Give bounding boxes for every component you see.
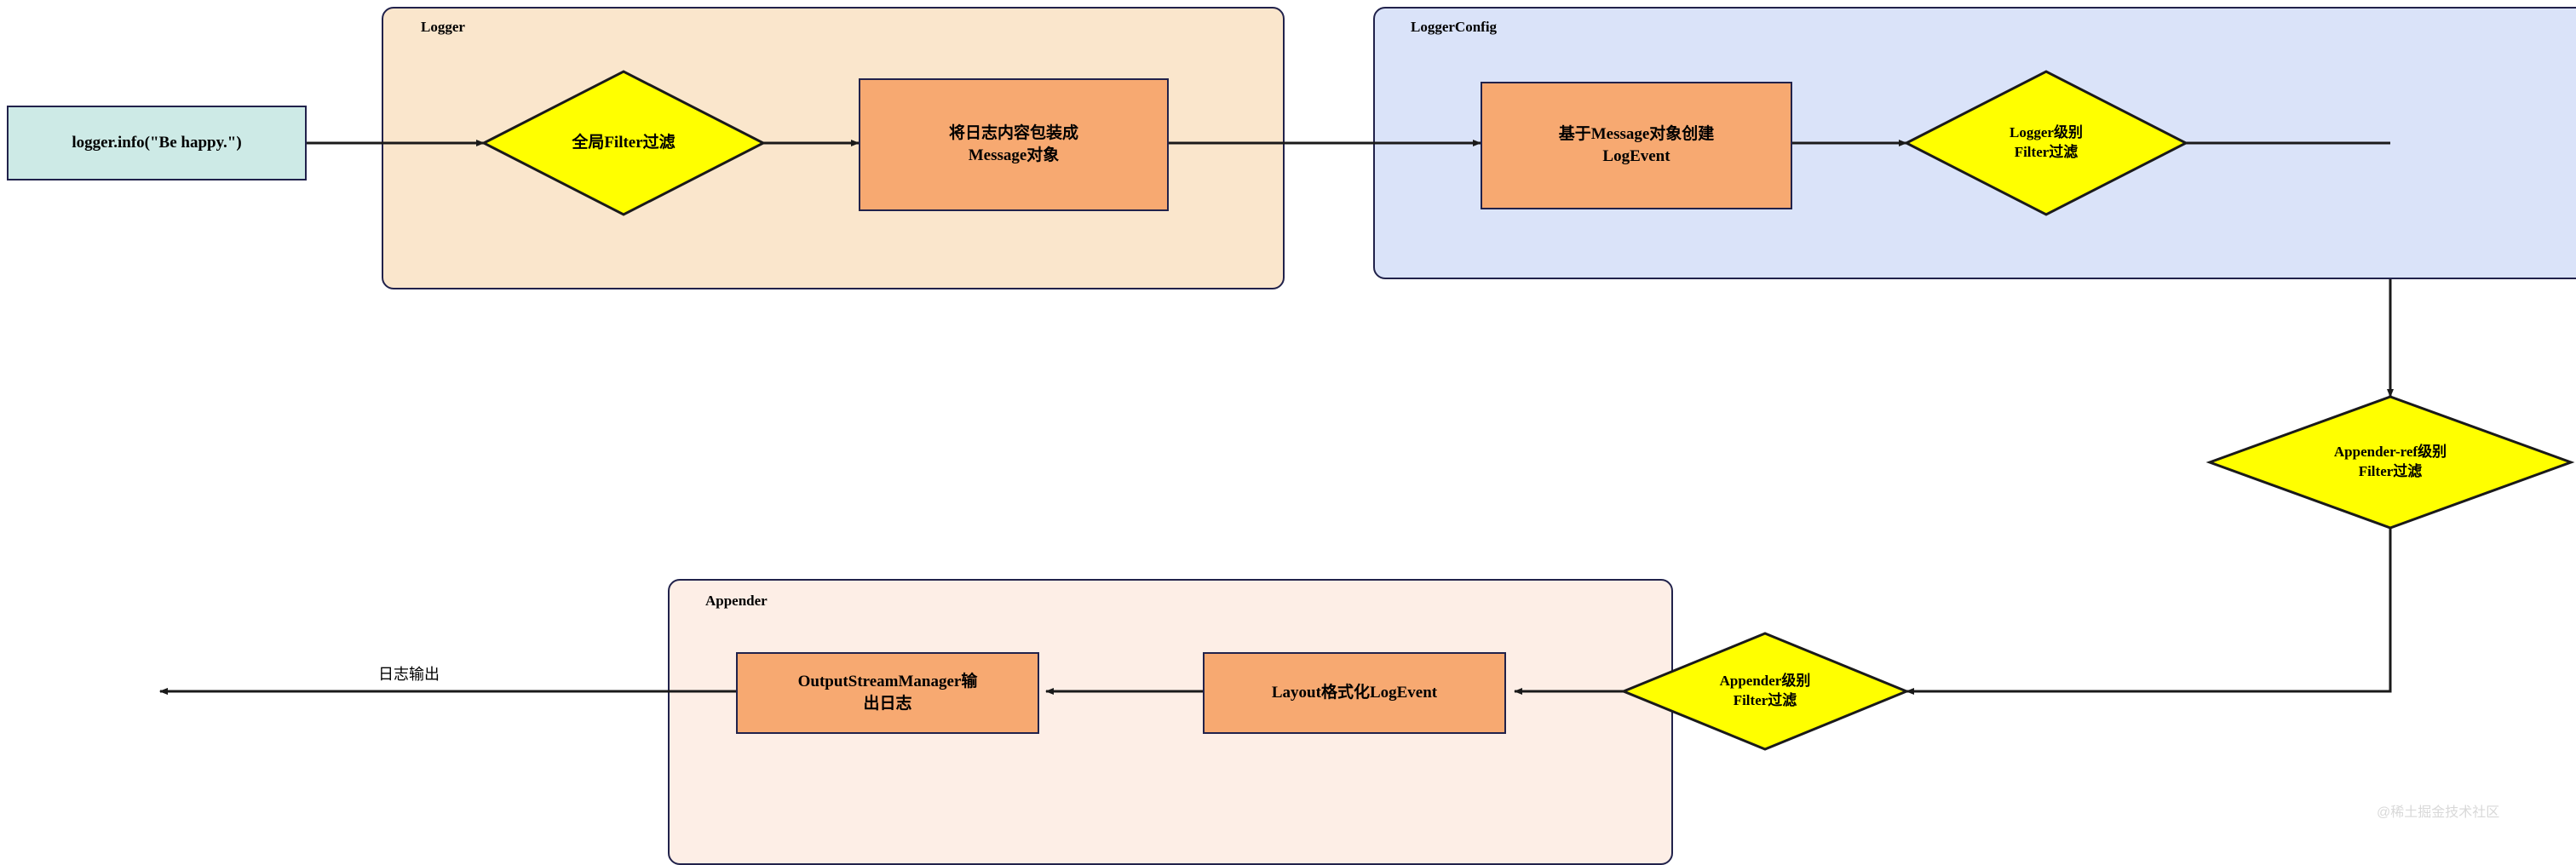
node-start[interactable]: logger.info("Be happy.") (7, 106, 307, 180)
shape-layer-decisions (480, 70, 2575, 751)
watermark: @稀土掘金技术社区 (2377, 805, 2500, 820)
node-start-label: logger.info("Be happy.") (72, 134, 242, 152)
node-output-log-label-2: 出日志 (863, 695, 912, 713)
node-layout-format-label: Layout格式化LogEvent (1271, 684, 1438, 702)
edge-label-log-output: 日志输出 (378, 666, 440, 683)
node-wrap-message-label-1: 将日志内容包装成 (948, 124, 1078, 143)
node-wrap-message-label-2: Message对象 (968, 146, 1060, 164)
edge-appenderref-to-appender-filter (1906, 528, 2392, 695)
node-appenderref-filter-shape[interactable] (2205, 395, 2575, 530)
node-layout-format[interactable]: Layout格式化LogEvent (1203, 652, 1506, 734)
node-wrap-message[interactable]: 将日志内容包装成 Message对象 (859, 78, 1169, 211)
group-loggerconfig-label: LoggerConfig (1411, 19, 1498, 35)
group-appender-label: Appender (705, 593, 768, 609)
node-output-log[interactable]: OutputStreamManager输 出日志 (736, 652, 1039, 734)
flowchart-canvas: Logger LoggerConfig Appender logger.info… (7, 7, 2576, 865)
connector-overlay (159, 140, 2390, 695)
node-appender-filter-shape[interactable] (1620, 632, 1910, 751)
node-logger-filter-shape[interactable] (1903, 70, 2189, 216)
node-global-filter-shape[interactable] (480, 70, 767, 216)
node-output-log-label-1: OutputStreamManager输 (797, 673, 978, 691)
node-create-logevent-label-2: LogEvent (1602, 147, 1670, 165)
node-create-logevent[interactable]: 基于Message对象创建 LogEvent (1481, 82, 1792, 209)
group-logger-label: Logger (421, 19, 465, 35)
node-create-logevent-label-1: 基于Message对象创建 (1558, 125, 1715, 144)
